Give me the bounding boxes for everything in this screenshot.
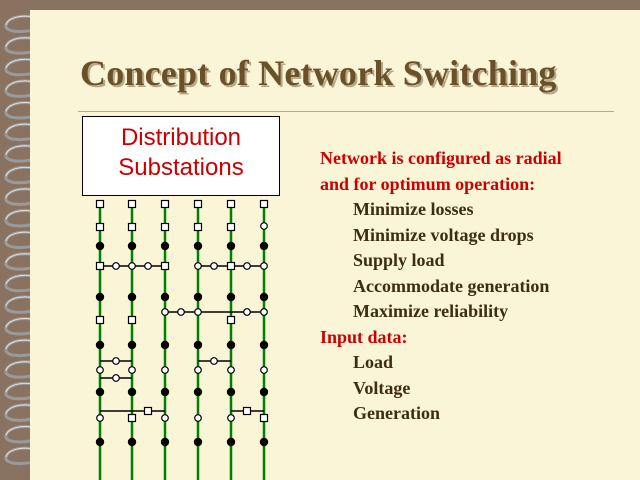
load-node — [226, 340, 236, 350]
load-node — [95, 340, 105, 350]
load-node — [160, 387, 170, 397]
objective-item: Minimize voltage drops — [353, 224, 534, 245]
load-node — [193, 437, 203, 447]
breaker-square — [143, 406, 153, 416]
load-node — [259, 340, 269, 350]
switch-open — [96, 366, 104, 374]
heading-network: Network is configured as radial — [320, 148, 562, 168]
load-node — [95, 292, 105, 302]
load-node — [193, 387, 203, 397]
substation-box: Distribution Substations — [82, 116, 280, 196]
switch-open — [194, 366, 202, 374]
switch-open — [161, 414, 169, 422]
title-divider — [78, 111, 614, 112]
breaker-square — [95, 261, 105, 271]
load-node — [127, 340, 137, 350]
breaker-square — [127, 413, 137, 423]
load-node — [160, 292, 170, 302]
load-node — [95, 241, 105, 251]
load-node — [160, 437, 170, 447]
switch-open — [112, 357, 120, 365]
switch-open — [243, 262, 251, 270]
breaker-square — [226, 261, 236, 271]
slide-text: Network is configured as radial and for … — [320, 146, 562, 427]
load-node — [259, 292, 269, 302]
objective-item: Supply load — [353, 250, 445, 270]
load-node — [259, 387, 269, 397]
breaker-square — [242, 406, 252, 416]
breaker-square — [160, 199, 170, 209]
breaker-square — [160, 261, 170, 271]
switch-open — [210, 262, 218, 270]
load-node — [127, 437, 137, 447]
load-node — [226, 241, 236, 251]
switch-open — [177, 308, 185, 316]
switch-open — [210, 357, 218, 365]
switch-open — [260, 308, 268, 316]
breaker-square — [259, 413, 269, 423]
breaker-square — [193, 199, 203, 209]
objective-item: Accommodate generation — [353, 275, 550, 296]
load-node — [160, 340, 170, 350]
switch-open — [227, 414, 235, 422]
breaker-square — [95, 199, 105, 209]
load-node — [127, 241, 137, 251]
load-node — [127, 292, 137, 302]
switch-open — [112, 262, 120, 270]
switch-open — [144, 262, 152, 270]
page-title: Concept of Network Switching — [80, 53, 557, 93]
load-node — [226, 387, 236, 397]
input-item: Load — [353, 352, 394, 372]
breaker-square — [259, 199, 269, 209]
switch-open — [128, 262, 136, 270]
breaker-square — [127, 222, 137, 232]
breaker-square — [127, 315, 137, 325]
load-node — [259, 437, 269, 447]
breaker-square — [226, 199, 236, 209]
breaker-square — [95, 222, 105, 232]
switch-open — [227, 366, 235, 374]
switch-open — [194, 414, 202, 422]
switch-open — [194, 262, 202, 270]
load-node — [226, 437, 236, 447]
switch-open — [96, 414, 104, 422]
switch-open — [260, 366, 268, 374]
load-node — [259, 241, 269, 251]
heading-network-2: and for optimum operation: — [320, 173, 536, 194]
switch-open — [161, 366, 169, 374]
switch-open — [260, 262, 268, 270]
network-diagram — [95, 199, 269, 480]
breaker-square — [95, 315, 105, 325]
breaker-square — [193, 222, 203, 232]
switch-open — [112, 374, 120, 382]
load-node — [95, 437, 105, 447]
objective-item: Maximize reliability — [353, 301, 509, 321]
load-node — [160, 241, 170, 251]
switch-open — [243, 308, 251, 316]
input-item: Voltage — [353, 377, 411, 398]
load-node — [193, 340, 203, 350]
switch-open — [194, 308, 202, 316]
heading-input: Input data: — [320, 326, 408, 347]
breaker-square — [226, 315, 236, 325]
load-node — [127, 387, 137, 397]
switch-open — [161, 308, 169, 316]
load-node — [193, 292, 203, 302]
switch-open — [128, 366, 136, 374]
input-item: Generation — [353, 403, 440, 423]
switch-open — [260, 222, 268, 230]
breaker-square — [160, 222, 170, 232]
breaker-square — [226, 222, 236, 232]
objective-item: Minimize losses — [353, 199, 474, 219]
load-node — [193, 241, 203, 251]
load-node — [226, 292, 236, 302]
load-node — [95, 387, 105, 397]
substation-label-line2: Substations — [118, 154, 244, 181]
substation-label-line1: Distribution — [120, 124, 242, 151]
breaker-square — [127, 199, 137, 209]
